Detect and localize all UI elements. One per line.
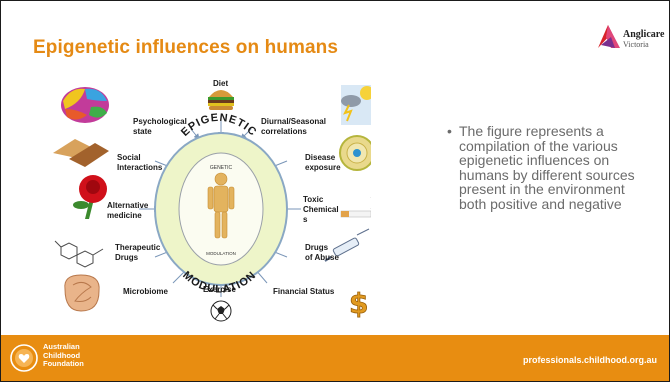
human-figure-icon: [207, 172, 235, 239]
footer-org-name: Australian Childhood Foundation: [43, 342, 84, 368]
inner-bottom-text: MODULATION: [206, 251, 236, 256]
svg-text:$: $: [349, 287, 368, 320]
label-therapeutic-drugs: Therapeutic Drugs: [115, 243, 161, 262]
anglicare-logo: Anglicare Victoria: [597, 23, 667, 57]
weather-icon: [341, 85, 371, 125]
bullet-text: The figure represents a compilation of t…: [459, 123, 635, 212]
label-microbiome: Microbiome: [123, 287, 168, 296]
label-diurnal: Diurnal/Seasonal correlations: [261, 117, 326, 136]
label-diet: Diet: [213, 79, 229, 88]
intestine-icon: [64, 274, 100, 312]
label-psychological-state: Psychological state: [133, 117, 187, 136]
soccer-ball-icon: [210, 300, 232, 322]
handshake-icon: [53, 139, 109, 167]
label-alternative-medicine: Alternative medicine: [107, 201, 149, 220]
brand-sub: Victoria: [623, 40, 649, 49]
anglicare-mark-icon: [598, 25, 620, 48]
label-exercise: Exercise: [203, 285, 236, 294]
bullet-point: • The figure represents a compilation of…: [447, 123, 655, 212]
label-disease-exposure: Disease exposure: [305, 153, 341, 172]
label-drugs-of-abuse: Drugs of Abuse: [305, 243, 339, 262]
brain-icon: [61, 87, 109, 123]
bullet-dot: •: [447, 123, 452, 139]
burger-icon: [208, 90, 234, 110]
label-social-interactions: Social Interactions: [117, 153, 163, 172]
footer-url: professionals.childhood.org.au: [522, 355, 657, 365]
brand-name: Anglicare: [623, 29, 665, 40]
dollar-sign-icon: $: [349, 287, 369, 321]
figure-graphics: EPIGENETIC MODULATION GENETIC MODULATION: [53, 85, 371, 322]
epigenetic-figure: EPIGENETIC MODULATION GENETIC MODULATION: [51, 79, 371, 331]
molecule-icon: [54, 240, 104, 268]
slide-title: Epigenetic influences on humans: [33, 37, 339, 58]
inner-top-text: GENETIC: [210, 165, 233, 171]
label-toxic-chemicals: Toxic Chemical s: [303, 195, 339, 224]
label-financial-status: Financial Status: [273, 287, 335, 296]
heart-circle-logo-icon: [10, 344, 38, 372]
footer-bar: Australian Childhood Foundation professi…: [1, 335, 669, 381]
rose-icon: [73, 175, 107, 219]
syringe-icon: [324, 228, 370, 262]
virus-icon: [339, 135, 371, 171]
cigarette-icon: [340, 197, 371, 218]
